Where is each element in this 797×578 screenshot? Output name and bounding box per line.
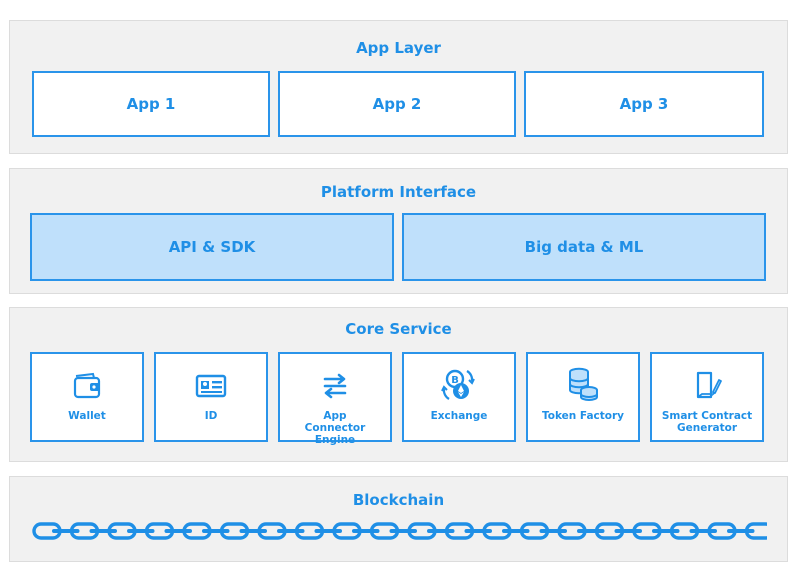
svg-text:B: B: [451, 375, 459, 386]
id-service[interactable]: ID: [154, 352, 268, 442]
app-1-box[interactable]: App 1: [32, 71, 270, 137]
id-label: ID: [204, 410, 218, 422]
smart-contract-generator-label: Smart Contract Generator: [661, 410, 753, 434]
api-sdk-box[interactable]: API & SDK: [30, 213, 394, 281]
exchange-label: Exchange: [430, 410, 488, 422]
crypto-exchange-icon: B: [404, 369, 514, 402]
blockchain-layer: Blockchain: [9, 476, 788, 562]
chain-icon: [32, 519, 767, 543]
token-factory-label: Token Factory: [541, 410, 625, 422]
chain-link: [744, 522, 767, 540]
app-connector-engine-label: App Connector Engine: [304, 410, 366, 446]
smart-contract-generator-service[interactable]: Smart Contract Generator: [650, 352, 764, 442]
blockchain-title: Blockchain: [352, 491, 445, 509]
id-card-icon: [156, 370, 266, 402]
wallet-service[interactable]: Wallet: [30, 352, 144, 442]
wallet-icon: [32, 370, 142, 402]
app-layer: App Layer App 1 App 2 App 3: [9, 20, 788, 154]
wallet-label: Wallet: [68, 410, 106, 422]
contract-pen-icon: [652, 370, 762, 402]
app-layer-title: App Layer: [356, 39, 441, 57]
token-factory-service[interactable]: Token Factory: [526, 352, 640, 442]
platform-interface-layer: Platform Interface API & SDK Big data & …: [9, 168, 788, 294]
core-service-layer: Core Service Wallet ID: [9, 307, 788, 462]
big-data-ml-box[interactable]: Big data & ML: [402, 213, 766, 281]
app-2-box[interactable]: App 2: [278, 71, 516, 137]
app-connector-engine-service[interactable]: App Connector Engine: [278, 352, 392, 446]
platform-interface-title: Platform Interface: [320, 183, 477, 201]
coin-stack-icon: [528, 367, 638, 402]
core-service-title: Core Service: [345, 320, 452, 338]
exchange-service[interactable]: B Exchange: [402, 352, 516, 442]
transfer-arrows-icon: [280, 370, 390, 402]
app-3-box[interactable]: App 3: [524, 71, 764, 137]
